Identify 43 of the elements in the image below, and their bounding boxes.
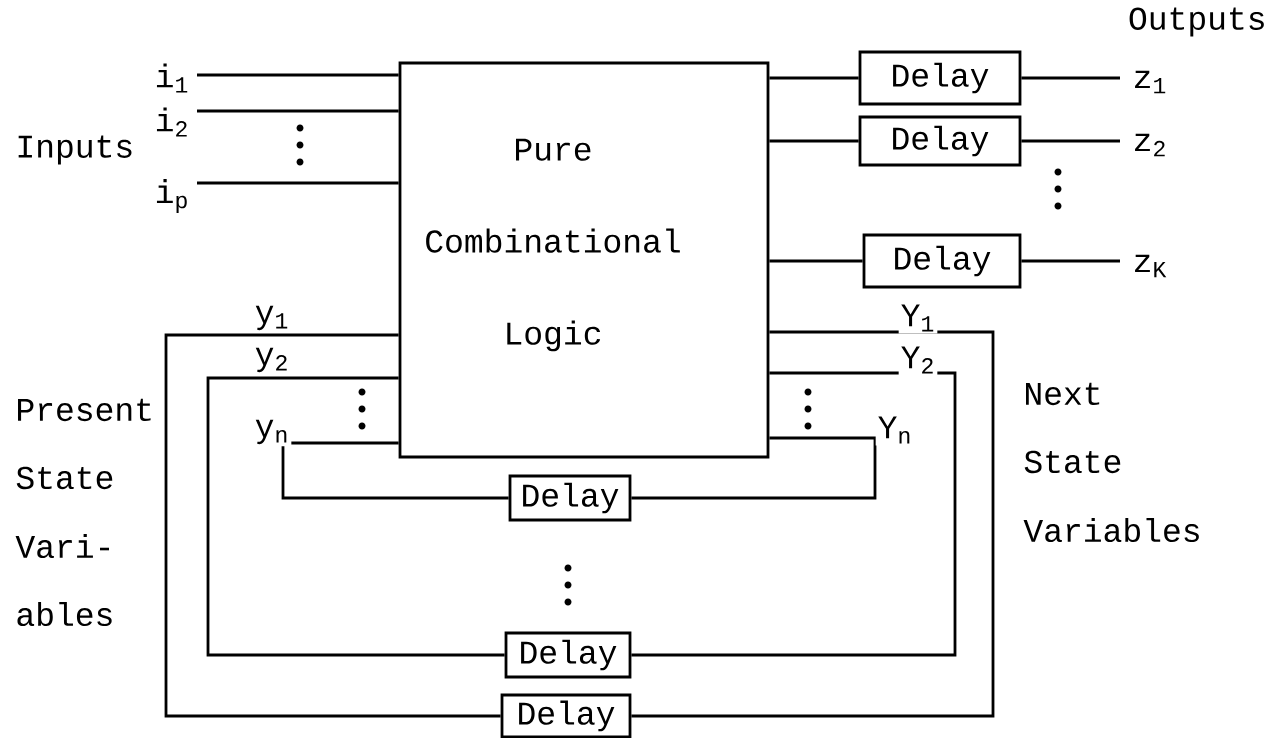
wire [164,333,501,718]
label: Inputs [18,135,132,165]
delay-box: Delay [504,631,632,679]
wire [206,376,505,657]
delay-box: Delay [858,50,1022,106]
edge-label: y$_{n}$ [252,417,292,447]
wire [197,73,399,77]
wire [1021,259,1120,263]
logic-box: Pure Combinational Logic [398,61,770,459]
wire [631,436,877,500]
label: Vari- [15,533,109,559]
wire [281,441,509,500]
edge-label: Y$_{n}$ [875,414,915,446]
delay-box: Delay [862,233,1022,289]
edge-label: Y$_{2}$ [898,344,938,376]
edge-label: y$_{2}$ [252,345,292,375]
edge-label: z$_{2}$ [1130,131,1170,159]
delay-box: Delay [858,115,1022,167]
edge-label: i$_{1}$ [152,61,192,95]
wire [1021,76,1120,80]
delay-box: Delay [500,693,632,738]
wire [1021,139,1120,143]
edge-label: z$_{1}$ [1130,68,1170,96]
edge-label: y$_{1}$ [252,303,292,333]
label: ables [17,601,112,627]
wire [769,76,859,80]
wire [197,109,399,113]
wire [631,330,995,718]
wire [631,371,957,657]
label: State [16,466,113,490]
label: Present [18,398,151,422]
wire [769,139,859,143]
label: Outputs [1129,7,1264,37]
edge-label: i$_{2}$ [152,105,192,139]
edge-label: Y$_{1}$ [898,302,938,334]
delay-box: Delay [508,474,632,522]
edge-label: i$_{p}$ [152,177,192,215]
label: Variables [1023,517,1199,543]
wire [197,181,399,185]
wire [769,259,863,263]
edge-label: z$_{K}$ [1130,252,1170,280]
label: State [1024,450,1121,474]
label: Next [1026,382,1100,406]
